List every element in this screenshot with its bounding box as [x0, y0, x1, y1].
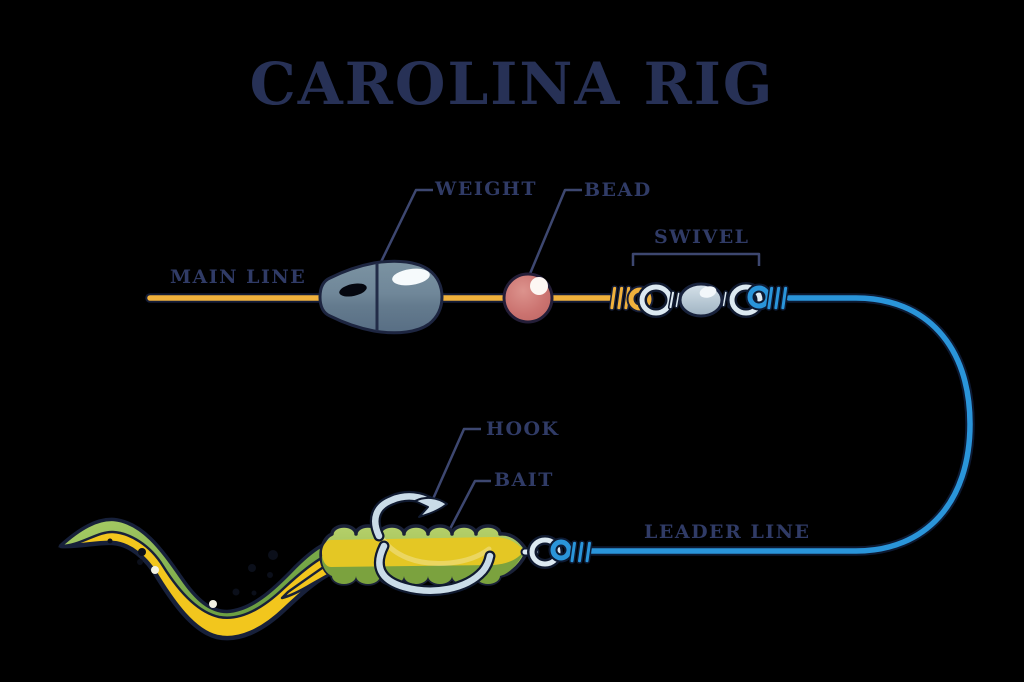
swivel-illustration — [608, 282, 789, 318]
hook-point — [414, 496, 448, 518]
worm-spots — [107, 538, 278, 596]
bait-callout-line — [448, 479, 491, 530]
worm-tail-illustration — [57, 517, 352, 641]
swivel-bracket — [631, 252, 761, 266]
bead-label: BEAD — [584, 179, 652, 201]
hook-wire-through-bait — [377, 532, 492, 567]
weight-label: WEIGHT — [435, 178, 538, 200]
weight-illustration — [318, 259, 444, 335]
bead-callout-line — [525, 188, 582, 282]
callout-lines — [379, 188, 761, 530]
page-title: CAROLINA RIG — [249, 50, 775, 118]
hook-callout-line — [431, 427, 481, 500]
weight-hole — [339, 283, 367, 297]
swivel-label: SWIVEL — [654, 226, 750, 248]
bait-yellow-band — [322, 537, 524, 567]
leader-line — [587, 293, 975, 556]
hook-label: HOOK — [486, 418, 560, 440]
hook-illustration — [369, 490, 496, 597]
leader-line-knot — [745, 283, 789, 311]
bead-illustration — [502, 272, 554, 324]
bead-highlight — [530, 277, 548, 295]
hook-eye-knot — [520, 535, 593, 569]
weight-callout-line — [379, 188, 433, 263]
swivel-highlight — [699, 286, 717, 298]
main-line-label: MAIN LINE — [170, 266, 307, 288]
bait-label: BAIT — [494, 469, 554, 491]
leader-line-label: LEADER LINE — [644, 521, 811, 543]
bait-illustration — [319, 524, 529, 586]
weight-highlight — [392, 268, 430, 286]
